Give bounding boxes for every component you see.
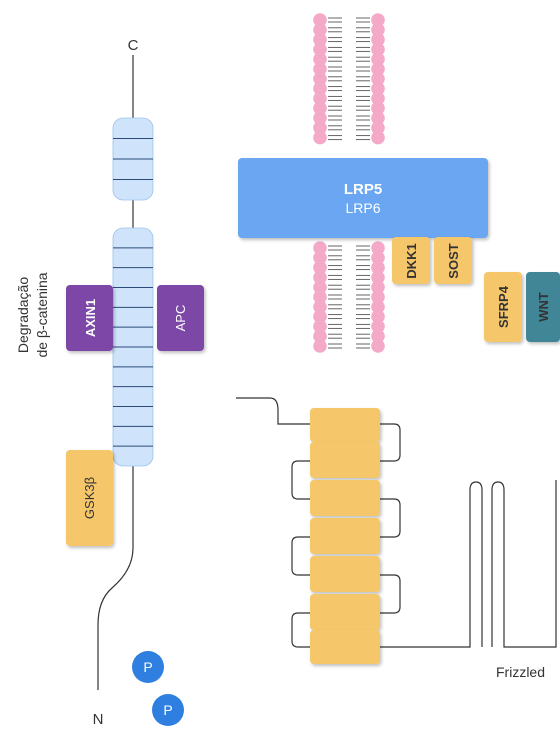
lipid-head — [313, 52, 327, 66]
lipid-head — [313, 72, 327, 86]
lipid-head — [313, 32, 327, 47]
lipid-head — [313, 241, 327, 255]
sost-protein: SOST — [434, 237, 472, 284]
phosphate-2-label: P — [163, 702, 172, 718]
lipid-head — [313, 62, 327, 76]
lipid-head — [313, 250, 327, 265]
lipid-head — [371, 319, 385, 334]
lipid-head — [371, 309, 385, 324]
sfrp4-label: SFRP4 — [496, 285, 511, 328]
lipid-head — [313, 13, 327, 27]
phosphate-1: P — [132, 651, 164, 683]
lipid-head — [371, 290, 385, 304]
frizzled-segment — [310, 480, 380, 516]
lipid-head — [371, 270, 385, 285]
lipid-head — [371, 121, 385, 135]
lipid-head — [371, 280, 385, 295]
scaffold-segments-bottom — [112, 227, 154, 467]
axin1-label: AXIN1 — [83, 299, 98, 337]
degradation-label-line2: de β-catenina — [34, 272, 50, 357]
lipid-head — [371, 250, 385, 265]
apc-label: APC — [173, 305, 188, 332]
lipid-head — [313, 309, 327, 324]
lrp-receptor: LRP5 LRP6 — [238, 158, 488, 238]
lipid-head — [313, 121, 327, 135]
c-terminus-label: C — [128, 37, 139, 54]
n-terminus-label: N — [93, 711, 104, 728]
lipid-head — [371, 111, 385, 125]
wnt-label: WNT — [536, 292, 551, 322]
lipid-head — [371, 62, 385, 76]
lipid-head — [313, 130, 327, 145]
dkk1-label: DKK1 — [404, 243, 419, 278]
lipid-head — [371, 32, 385, 47]
frizzled-segment — [310, 630, 380, 664]
scaffold-segments-top — [112, 117, 154, 201]
lipid-head — [371, 23, 385, 37]
lrp5-label: LRP5 — [344, 181, 382, 198]
phosphate-1-label: P — [143, 659, 152, 675]
wnt-protein: WNT — [526, 272, 560, 342]
frizzled-segment — [310, 556, 380, 592]
lipid-head — [313, 42, 327, 57]
sfrp4-protein: SFRP4 — [484, 272, 522, 342]
lipid-head — [313, 260, 327, 275]
frizzled-segment — [310, 442, 380, 478]
frizzled-receptor — [236, 397, 557, 648]
sost-label: SOST — [446, 243, 461, 278]
apc-protein: APC — [157, 285, 204, 351]
degradation-label-line1: Degradação — [15, 277, 31, 353]
lipid-head — [371, 101, 385, 115]
frizzled-segment — [310, 408, 380, 442]
lipid-head — [313, 91, 327, 106]
lipid-head — [371, 13, 385, 27]
lipid-head — [371, 91, 385, 106]
frizzled-segment — [310, 518, 380, 554]
lipid-head — [313, 111, 327, 125]
lipid-head — [371, 42, 385, 57]
lipid-head — [371, 72, 385, 86]
lipid-head — [371, 339, 385, 353]
gsk3b-protein: GSK3β — [66, 450, 113, 546]
lipid-head — [313, 319, 327, 334]
chain-lines — [97, 55, 134, 690]
lipid-head — [313, 270, 327, 285]
lipid-head — [371, 52, 385, 66]
lipid-head — [371, 130, 385, 145]
phosphate-2: P — [152, 694, 184, 726]
lipid-head — [371, 260, 385, 275]
lipid-head — [313, 23, 327, 37]
frizzled-segment — [310, 594, 380, 630]
lipid-head — [313, 290, 327, 304]
frizzled-label: Frizzled — [496, 664, 545, 680]
dkk1-protein: DKK1 — [392, 237, 430, 284]
axin1-protein: AXIN1 — [66, 285, 113, 351]
lipid-head — [371, 300, 385, 314]
cell-membrane — [313, 13, 385, 353]
frizzled-segments — [310, 408, 380, 664]
lipid-head — [371, 81, 385, 96]
gsk3b-label: GSK3β — [82, 477, 97, 519]
lipid-head — [313, 81, 327, 96]
lipid-head — [313, 101, 327, 115]
lrp-receptor-box — [238, 158, 488, 238]
lipid-head — [371, 329, 385, 344]
lipid-head — [371, 241, 385, 255]
lrp6-label: LRP6 — [345, 200, 380, 216]
lipid-head — [313, 339, 327, 353]
lipid-head — [313, 280, 327, 295]
lipid-head — [313, 329, 327, 344]
lipid-head — [313, 300, 327, 314]
